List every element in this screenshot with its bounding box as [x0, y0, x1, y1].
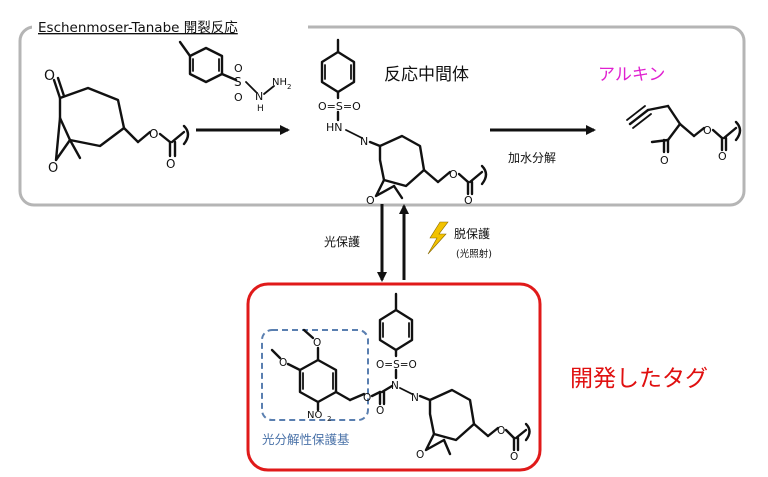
deprotection-note: (光照射)	[456, 248, 492, 260]
tag-ester-carbonyl-o: O	[510, 451, 518, 463]
deprotection-label: 脱保護	[454, 226, 490, 241]
reagent-nh: N	[255, 90, 263, 103]
intermediate-n: N	[360, 135, 368, 148]
reagent-sulfonyl-o-bottom: O	[234, 91, 243, 104]
tag-nitro: NO	[307, 410, 322, 421]
ketone-oxygen: O	[44, 68, 55, 84]
reagent-h: H	[257, 104, 264, 114]
alkyne-label: アルキン	[598, 65, 665, 85]
developed-tag-label: 開発したタグ	[570, 366, 708, 392]
epoxide-oxygen: O	[48, 161, 58, 176]
reagent-nh2: NH	[272, 77, 287, 88]
intermediate-carbonyl-o: O	[464, 194, 473, 207]
photolabile-group-box	[261, 329, 369, 421]
tag-methoxy-o-1: O	[313, 337, 321, 349]
tag-sulfonyl: O=S=O	[376, 359, 417, 371]
tag-amide-n: N	[391, 380, 399, 392]
tag-epoxide-o: O	[416, 449, 424, 461]
reagent-nh2-subscript: 2	[287, 83, 291, 91]
tosylhydrazide-reagent: S O O N H NH 2	[178, 40, 291, 114]
tag-methoxy-o-2: O	[279, 357, 287, 369]
alkyne-ketone-o: O	[660, 154, 669, 167]
tag-ester-o: O	[497, 425, 505, 437]
intermediate-epoxide-o: O	[366, 194, 375, 207]
tag-hydrazone-n: N	[411, 392, 419, 404]
top-box-title: Eschenmoser-Tanabe 開裂反応	[38, 20, 238, 36]
carbonyl-oxygen: O	[166, 157, 175, 171]
alkyne-structure: O O O	[626, 104, 742, 167]
top-reaction-box	[18, 25, 746, 207]
hydrolysis-label: 加水分解	[508, 151, 556, 165]
tag-nitro-subscript: 2	[327, 415, 331, 423]
intermediate-label: 反応中間体	[384, 65, 469, 85]
developed-tag-box	[246, 282, 542, 472]
tag-carbamate-o: O	[363, 392, 371, 404]
starting-material-structure: O O O O	[44, 68, 190, 176]
intermediate-sulfonyl: O=S=O	[318, 100, 361, 113]
intermediate-ester-o: O	[449, 168, 458, 181]
lightning-bolt-icon	[427, 221, 449, 255]
alkyne-ester-o: O	[703, 124, 712, 137]
intermediate-hn: HN	[326, 121, 343, 134]
photolabile-group-label: 光分解性保護基	[262, 432, 350, 447]
reagent-sulfur: S	[234, 75, 242, 89]
alkyne-carbonyl-o: O	[718, 150, 727, 163]
photoprotection-label: 光保護	[324, 234, 360, 249]
developed-tag-structure: O O NO 2 O O N O=S=O N O	[270, 292, 531, 463]
ester-oxygen: O	[149, 127, 158, 141]
reagent-sulfonyl-o-top: O	[234, 62, 243, 75]
intermediate-structure: O=S=O HN N O O O	[318, 38, 488, 207]
tag-carbamate-carbonyl-o: O	[376, 405, 384, 417]
